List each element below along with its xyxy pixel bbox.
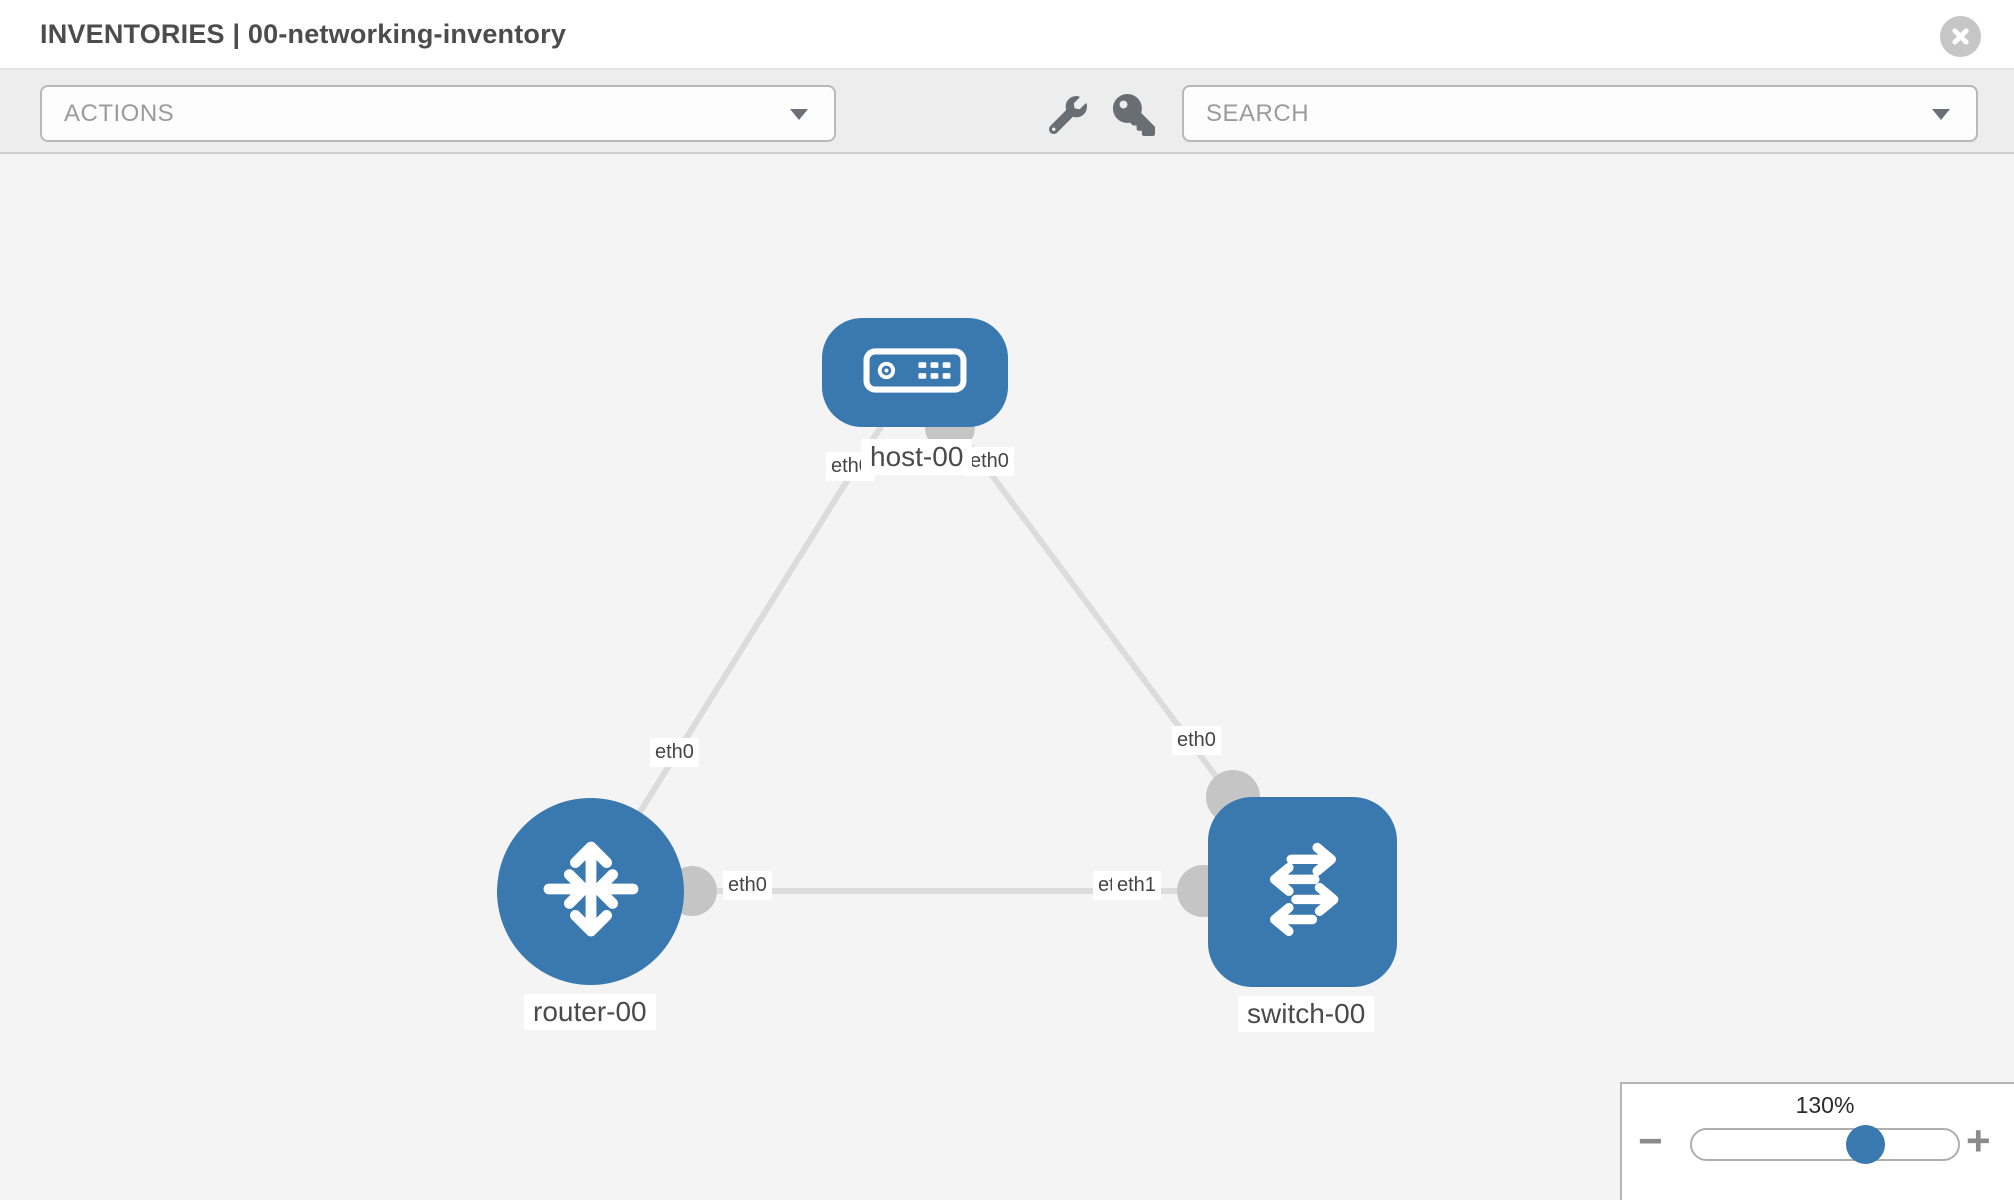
zoom-level-value: 130% bbox=[1795, 1092, 1855, 1118]
zoom-slider[interactable] bbox=[1690, 1125, 1960, 1164]
zoom-panel: 130% − + bbox=[1620, 1082, 2014, 1200]
server-icon bbox=[863, 347, 967, 398]
zoom-in-button[interactable]: + bbox=[1966, 1117, 1991, 1164]
node-host-00[interactable] bbox=[822, 318, 1008, 427]
interface-label: eth0 bbox=[1172, 726, 1221, 755]
toolbar: ACTIONS SEARCH bbox=[0, 70, 2014, 154]
interface-label: eth0 bbox=[723, 871, 772, 900]
search-dropdown[interactable]: SEARCH bbox=[1182, 85, 1978, 142]
actions-dropdown-label: ACTIONS bbox=[64, 100, 175, 127]
switch-arrows-icon bbox=[1244, 831, 1362, 954]
chevron-down-icon bbox=[790, 109, 808, 120]
interface-label: eth1 bbox=[1112, 871, 1161, 900]
node-label-router-00: router-00 bbox=[524, 994, 656, 1030]
interface-label: eth0 bbox=[965, 447, 1014, 476]
node-label-switch-00: switch-00 bbox=[1238, 996, 1375, 1032]
router-arrows-icon bbox=[531, 829, 651, 954]
chevron-down-icon bbox=[1932, 109, 1950, 120]
actions-dropdown[interactable]: ACTIONS bbox=[40, 85, 836, 142]
close-button[interactable] bbox=[1940, 16, 1981, 57]
search-placeholder: SEARCH bbox=[1206, 100, 1310, 127]
page-title: INVENTORIES | 00-networking-inventory bbox=[40, 19, 567, 49]
zoom-slider-handle[interactable] bbox=[1846, 1125, 1885, 1164]
configure-button[interactable] bbox=[1048, 96, 1088, 136]
node-router-00[interactable] bbox=[497, 798, 684, 985]
page-header: INVENTORIES | 00-networking-inventory bbox=[0, 0, 2014, 70]
interface-connectors bbox=[667, 402, 1260, 917]
zoom-out-button[interactable]: − bbox=[1638, 1117, 1663, 1164]
interface-label: eth0 bbox=[650, 738, 699, 767]
node-label-host-00: host-00 bbox=[861, 439, 973, 475]
node-switch-00[interactable] bbox=[1208, 797, 1397, 987]
credentials-button[interactable] bbox=[1112, 94, 1156, 138]
key-icon bbox=[1113, 94, 1155, 139]
wrench-icon bbox=[1048, 96, 1087, 137]
